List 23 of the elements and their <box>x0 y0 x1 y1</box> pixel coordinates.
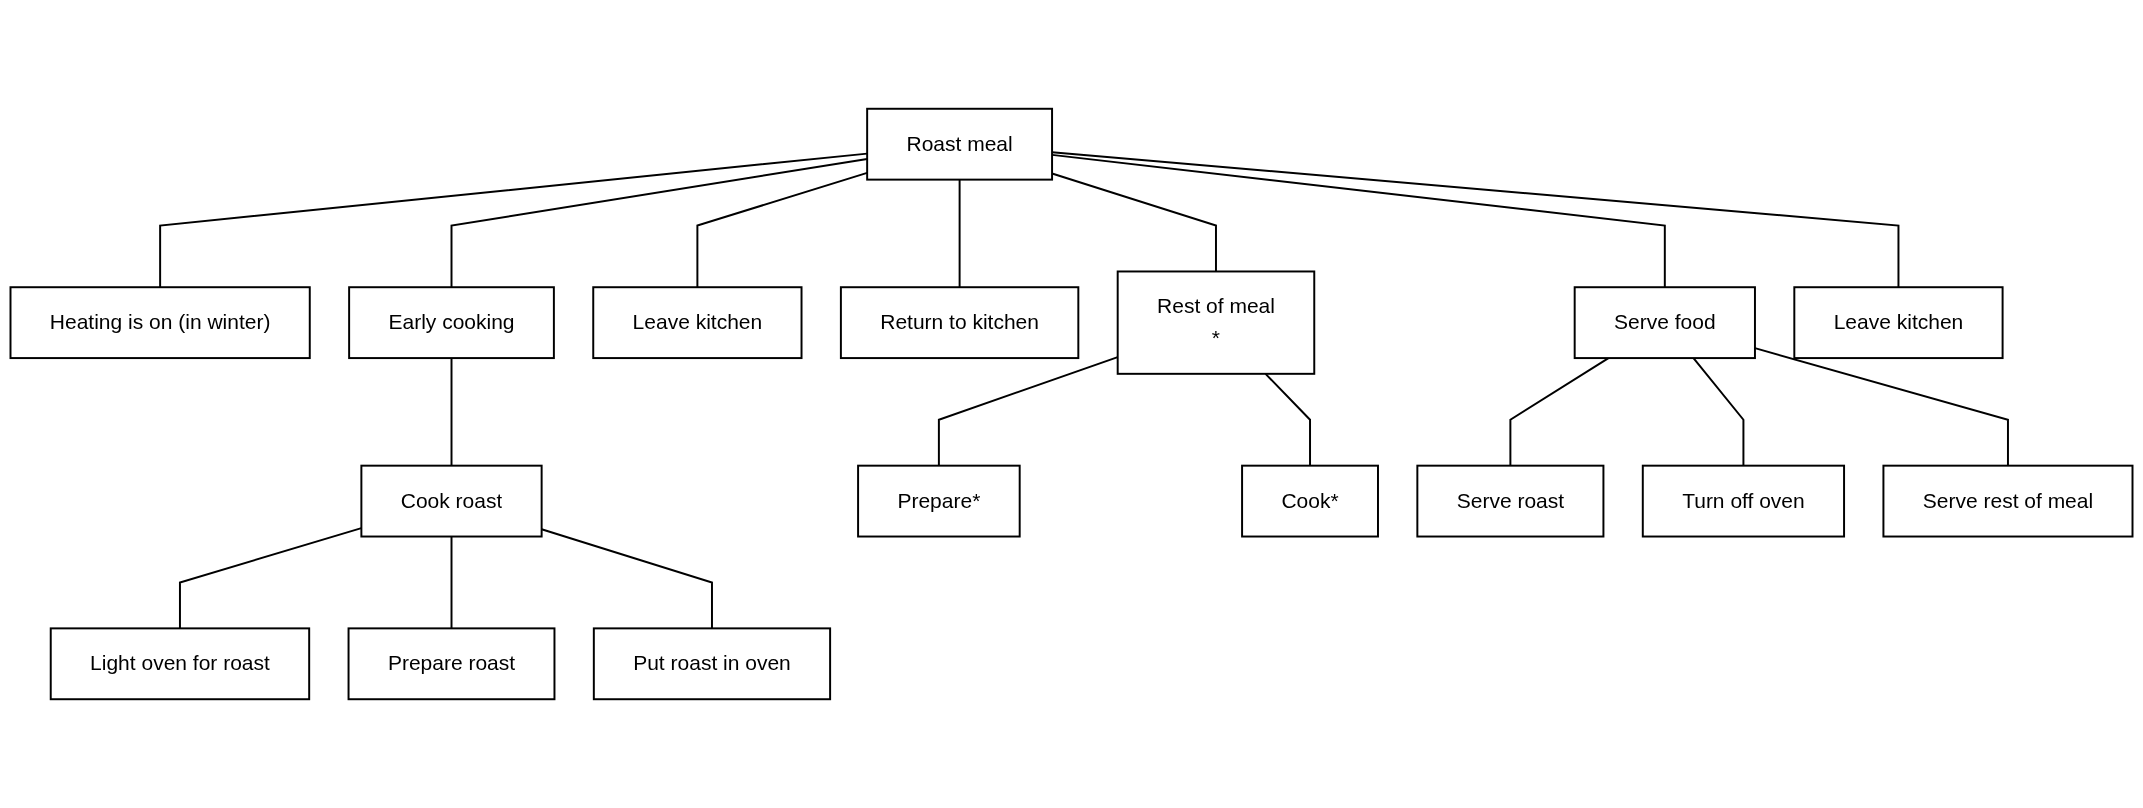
node-box: Turn off oven <box>1641 464 1846 538</box>
node-box: Serve food <box>1573 286 1756 360</box>
connector <box>450 357 453 467</box>
node-box: Prepare roast <box>347 627 556 701</box>
connector <box>1509 357 1610 467</box>
node-box: Serve rest of meal <box>1882 464 2134 538</box>
node-box: Put roast in oven <box>592 627 832 701</box>
node-box: Cook roast <box>360 464 543 538</box>
node-box: Leave kitchen <box>592 286 803 360</box>
node-box: Heating is on (in winter) <box>9 286 311 360</box>
node-box: Leave kitchen <box>1793 286 2004 360</box>
node-box: Return to kitchen <box>839 286 1080 360</box>
connector <box>958 178 961 289</box>
node-box: Early cooking <box>348 286 555 360</box>
node-box: Prepare* <box>857 464 1021 538</box>
connector <box>450 535 453 630</box>
node-box: Cook* <box>1241 464 1379 538</box>
connector <box>1264 372 1311 467</box>
node-box: Light oven for roast <box>49 627 311 701</box>
node-box: Roast meal <box>866 107 1054 181</box>
node-box: Serve roast <box>1416 464 1605 538</box>
node-box: Rest of meal * <box>1116 270 1316 375</box>
connector <box>1692 357 1745 467</box>
